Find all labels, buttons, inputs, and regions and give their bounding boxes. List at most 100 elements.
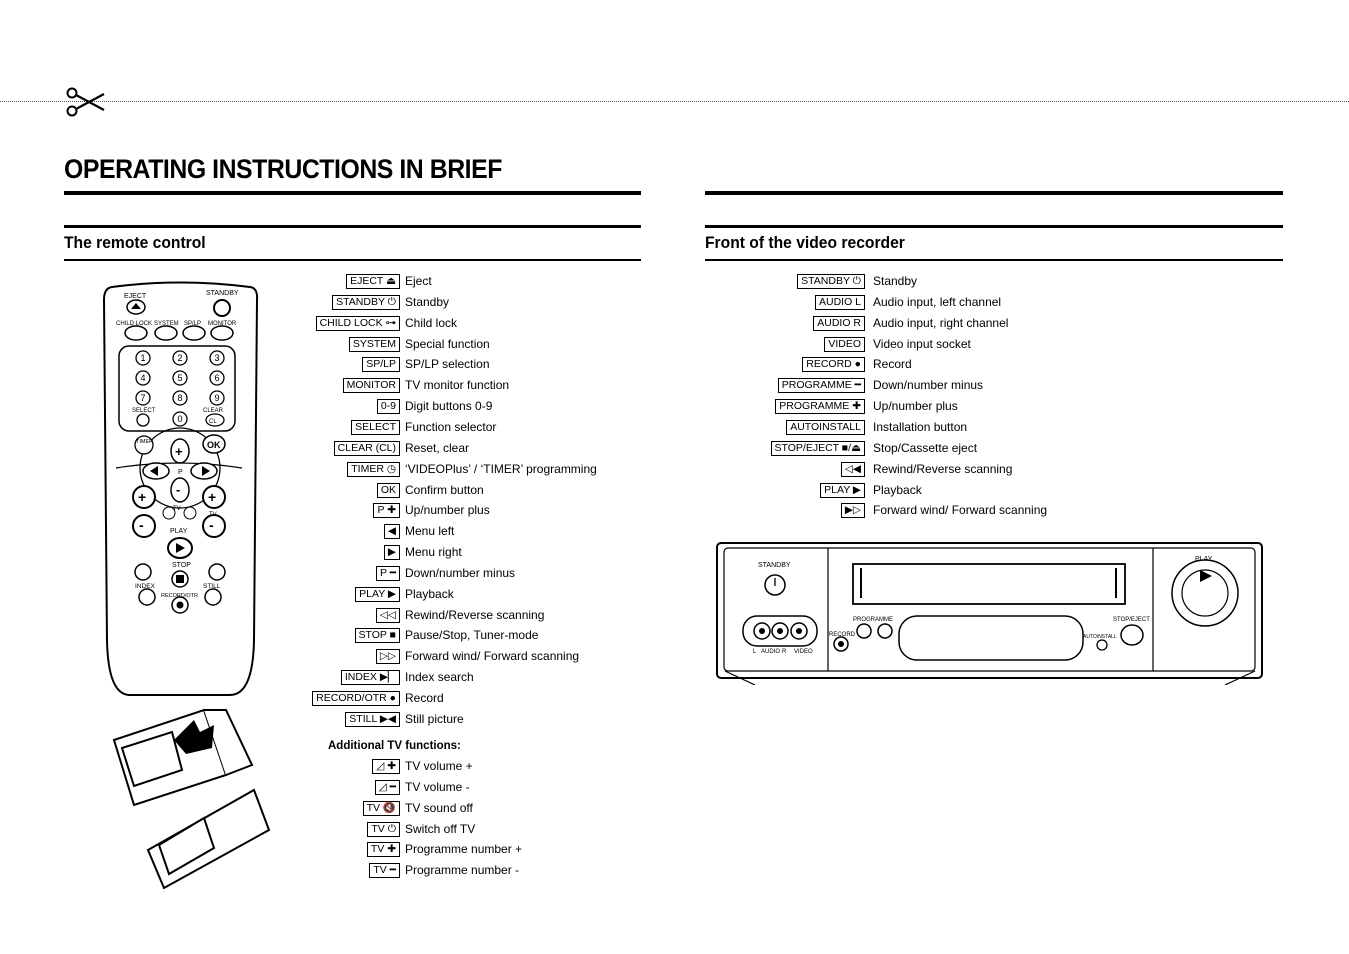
vcr-front-illustration: STANDBY L AUDIO R VIDEO PROGRAMME RECORD…	[716, 542, 1263, 685]
key-description: Playback	[873, 482, 922, 497]
svg-text:7: 7	[140, 393, 145, 403]
key-row: ◁◀Rewind/Reverse scanning	[0, 461, 1349, 480]
key-row: CHILD LOCK ⊶ Child lock	[0, 315, 1349, 334]
key-row: ▷▷Forward wind/ Forward scanning	[0, 649, 1349, 667]
key-label: PLAY ▶	[820, 482, 865, 498]
key-description: Installation button	[873, 419, 968, 434]
key-label: CHILD LOCK ⊶	[315, 315, 400, 331]
title-rule-left	[64, 191, 641, 195]
key-description: Menu left	[405, 524, 455, 539]
key-description: Record	[405, 691, 444, 705]
key-row: TV ✚ Programme number +	[0, 842, 1349, 860]
key-row: STILL ▶◀Still picture	[0, 711, 1349, 730]
page-title: OPERATING INSTRUCTIONS IN BRIEF	[64, 154, 502, 184]
key-description: ‘VIDEOPlus’ / ‘TIMER’ programming	[405, 461, 597, 476]
key-row: OK Confirm button	[0, 482, 1349, 501]
svg-text:6: 6	[214, 373, 219, 383]
key-label: CLEAR (CL)	[333, 440, 400, 456]
key-description: Forward wind/ Forward scanning	[405, 649, 580, 664]
key-description: Child lock	[405, 315, 458, 330]
key-row: CLEAR (CL)Reset, clear	[0, 440, 1349, 459]
svg-text:R: R	[782, 649, 787, 655]
scissors-icon	[66, 86, 106, 124]
svg-text:+: +	[175, 444, 183, 459]
key-row: SELECT Function selector	[0, 419, 1349, 438]
key-label: TV ✚	[366, 842, 400, 858]
remote-label-splp: SP/LP	[184, 321, 201, 327]
key-row: PLAY ▶Playback	[0, 586, 1349, 605]
svg-text:9: 9	[214, 393, 219, 403]
svg-text:AUDIO: AUDIO	[761, 649, 780, 655]
key-description: Switch off TV	[405, 821, 476, 836]
front-section-rule-top	[705, 225, 1283, 228]
key-label: ◿ ✚	[372, 759, 400, 774]
key-label: PROGRAMME ━	[777, 378, 865, 394]
key-description: Confirm button	[405, 482, 484, 497]
svg-text:+: +	[138, 489, 146, 505]
key-row: ▶▷Forward wind/ Forward scanning	[0, 503, 1349, 521]
key-description: Record	[873, 357, 912, 372]
svg-text:TIMER: TIMER	[136, 439, 153, 445]
key-description: Standby	[873, 274, 918, 288]
svg-text:TV: TV	[173, 506, 181, 512]
svg-text:PROGRAMME: PROGRAMME	[853, 617, 893, 623]
svg-text:2: 2	[177, 353, 182, 363]
remote-label-monitor: MONITOR	[208, 321, 237, 327]
key-row: ◀ Menu left	[0, 524, 1349, 542]
svg-text:STILL: STILL	[203, 583, 221, 590]
title-rule-right	[705, 191, 1283, 195]
key-row: SYSTEM Special function	[0, 336, 1349, 355]
svg-text:STOP: STOP	[172, 562, 191, 569]
key-description: Video input socket	[873, 336, 971, 351]
key-label: RECORD ●	[802, 357, 865, 373]
key-label: ◁◁	[375, 607, 400, 623]
key-label: ▶	[383, 545, 400, 561]
key-label: STOP/EJECT ■/⏏	[770, 440, 865, 456]
key-label: TV 🔇	[362, 800, 400, 816]
key-row: STANDBY ⏻ Standby	[0, 274, 1349, 292]
key-label: 0-9	[376, 399, 400, 415]
key-description: Programme number -	[405, 863, 520, 878]
key-description: Down/number minus	[405, 565, 516, 580]
key-description: Function selector	[405, 419, 497, 434]
svg-text:4: 4	[140, 373, 145, 383]
svg-text:5: 5	[177, 373, 182, 383]
key-description: Rewind/Reverse scanning	[405, 607, 545, 622]
key-label: SELECT	[351, 419, 400, 435]
key-row: STOP/EJECT ■/⏏Stop/Cassette eject	[0, 440, 1349, 459]
key-description: Up/number plus	[873, 399, 958, 414]
key-row: PLAY ▶ Playback	[0, 482, 1349, 501]
svg-text:1: 1	[140, 353, 145, 363]
svg-text:TV: TV	[209, 512, 217, 518]
key-label: ◀	[383, 524, 400, 540]
key-label: TV ⏻	[367, 821, 400, 837]
key-label: AUDIO L	[814, 294, 865, 310]
key-label: INDEX ▶▏	[340, 670, 400, 686]
key-label: EJECT ⏏	[346, 274, 400, 289]
remote-label-system: SYSTEM	[154, 321, 179, 327]
svg-text:CL: CL	[209, 419, 217, 425]
key-row: EJECT ⏏Eject	[0, 274, 1349, 292]
key-row: TV ━ Programme number -	[0, 863, 1349, 881]
key-description: Still picture	[405, 711, 464, 726]
key-label: STANDBY ⏻	[797, 274, 865, 289]
key-row: ◿ ━TV volume -	[0, 779, 1349, 798]
key-description: Special function	[405, 336, 490, 351]
key-description: Programme number +	[405, 842, 523, 857]
key-label: TV ━	[369, 863, 400, 879]
key-row: ◿ ✚TV volume +	[0, 759, 1349, 777]
svg-text:STOP/EJECT: STOP/EJECT	[1113, 617, 1150, 623]
svg-text:AUTOINSTALL: AUTOINSTALL	[1083, 634, 1117, 640]
key-row: STANDBY ⏻Standby	[0, 294, 1349, 313]
svg-text:P: P	[178, 469, 183, 476]
key-description: Playback	[405, 586, 454, 601]
vcr-label-standby: STANDBY	[758, 562, 791, 569]
key-label: OK	[376, 482, 400, 498]
key-label: SYSTEM	[348, 336, 400, 352]
key-label: P ✚	[373, 503, 400, 519]
